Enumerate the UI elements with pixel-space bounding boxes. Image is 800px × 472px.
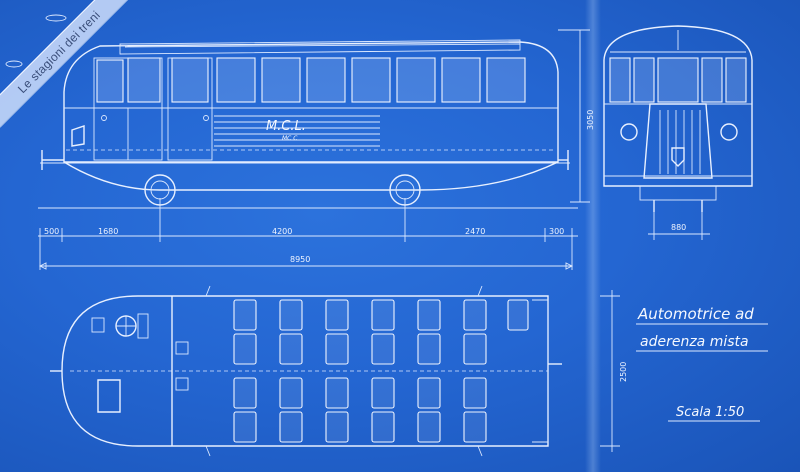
- vehicle-marking-sub: MC C: [282, 135, 298, 142]
- seat: [507, 299, 529, 331]
- front-window: [633, 57, 655, 103]
- side-skirt-outline: [63, 161, 559, 191]
- front-window: [657, 57, 699, 103]
- cab-box: [91, 317, 105, 333]
- driver-seat: [137, 313, 149, 339]
- side-window: [127, 57, 161, 103]
- dim-width: 2500: [619, 362, 628, 382]
- side-window: [96, 59, 124, 103]
- seat: [233, 333, 257, 365]
- seat: [371, 333, 395, 365]
- seat: [279, 299, 303, 331]
- cab-box: [175, 377, 189, 391]
- headlamp-left: [620, 123, 638, 141]
- dim-overall-length: 8950: [290, 255, 310, 264]
- seat: [325, 377, 349, 409]
- seat: [417, 333, 441, 365]
- engine-cover: [97, 379, 121, 413]
- height-dimension: [558, 29, 590, 203]
- seat: [279, 333, 303, 365]
- seat: [233, 377, 257, 409]
- dim-track-gauge: 880: [671, 223, 686, 232]
- seat: [371, 411, 395, 443]
- dim-front-overhang: 500: [44, 227, 59, 236]
- dim-rear-section: 2470: [465, 227, 485, 236]
- front-window: [609, 57, 631, 103]
- roof-rib-panel: [119, 39, 521, 55]
- length-dimension-chain: [38, 198, 578, 270]
- seat: [325, 411, 349, 443]
- side-window: [351, 57, 391, 103]
- seat-row-upper: [233, 299, 529, 365]
- side-elevation-view: M.C.L. MC C: [40, 39, 570, 206]
- dim-height: 3050: [586, 110, 595, 130]
- seat: [417, 411, 441, 443]
- side-window-row: [96, 57, 526, 103]
- seat: [463, 411, 487, 443]
- plan-view: [50, 285, 562, 457]
- seat: [279, 377, 303, 409]
- rear-end-panel: [532, 299, 549, 443]
- side-window: [396, 57, 436, 103]
- seat: [233, 411, 257, 443]
- title-line-2: aderenza mista: [640, 334, 749, 350]
- pin-mark: [45, 14, 67, 22]
- paper-fold-crease: [585, 0, 601, 472]
- front-window-row: [609, 57, 747, 103]
- side-window: [216, 57, 256, 103]
- title-line-1: Automotrice ad: [637, 305, 754, 323]
- side-window: [306, 57, 346, 103]
- plan-body-outline: [61, 295, 549, 447]
- dim-wheelbase: 4200: [272, 227, 292, 236]
- side-window: [261, 57, 301, 103]
- pin-mark: [5, 60, 23, 68]
- scale-label: Scala 1:50: [676, 405, 744, 420]
- title-block: Automotrice ad aderenza mista Scala 1:50: [636, 305, 768, 422]
- side-window: [486, 57, 526, 103]
- front-bogie: [639, 185, 717, 201]
- front-lamp: [71, 125, 85, 147]
- front-body-outline: [603, 25, 753, 187]
- cab-box: [175, 341, 189, 355]
- width-dimension: [600, 290, 620, 452]
- vehicle-marking: M.C.L.: [266, 119, 306, 134]
- seat: [279, 411, 303, 443]
- seat: [417, 299, 441, 331]
- side-body-outline: [63, 41, 559, 163]
- seat: [371, 299, 395, 331]
- seat: [233, 299, 257, 331]
- coupler-emblem: [671, 147, 685, 167]
- side-window: [171, 57, 209, 103]
- front-elevation-view: [603, 25, 753, 212]
- front-window: [725, 57, 747, 103]
- gauge-dimension: [648, 212, 710, 240]
- seat: [371, 377, 395, 409]
- radiator-hood: [643, 103, 713, 179]
- front-window: [701, 57, 723, 103]
- seat: [463, 333, 487, 365]
- body-side-ribs: [214, 115, 380, 147]
- side-door: [167, 57, 213, 161]
- side-window: [441, 57, 481, 103]
- seat: [325, 333, 349, 365]
- headlamp-right: [720, 123, 738, 141]
- seat: [417, 377, 441, 409]
- seat: [463, 377, 487, 409]
- seat: [463, 299, 487, 331]
- seat: [325, 299, 349, 331]
- seat-row-lower: [233, 377, 487, 443]
- dim-door-section: 1680: [98, 227, 118, 236]
- dim-rear-overhang: 300: [549, 227, 564, 236]
